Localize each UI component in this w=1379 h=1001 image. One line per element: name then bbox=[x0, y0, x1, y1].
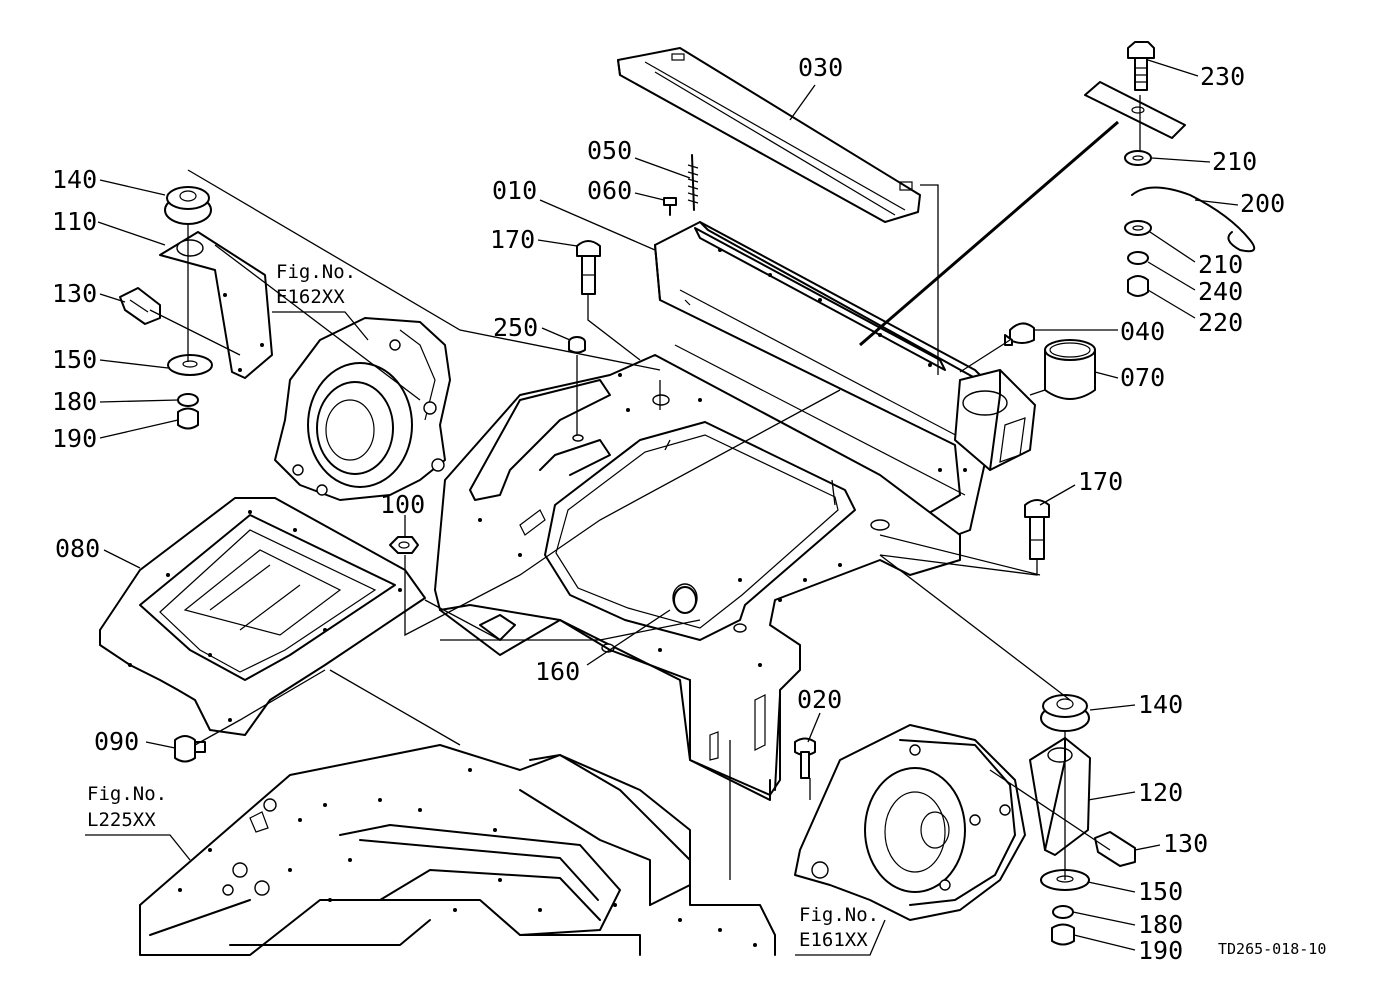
part-label-240: 240 bbox=[1198, 277, 1243, 306]
part-label-220: 220 bbox=[1198, 308, 1243, 337]
part-label-180: 180 bbox=[52, 387, 97, 416]
bolt-230 bbox=[1127, 41, 1155, 91]
bolt-130-right bbox=[1094, 831, 1136, 867]
callout-pointers bbox=[97, 59, 1239, 951]
left-bracket-drawing bbox=[159, 231, 273, 379]
part-label-070: 070 bbox=[1120, 363, 1165, 392]
part-label-150: 150 bbox=[52, 345, 97, 374]
washers-right bbox=[1040, 869, 1090, 946]
part-label-130: 130 bbox=[1163, 829, 1208, 858]
bolt-040 bbox=[1004, 322, 1035, 346]
part-label-040: 040 bbox=[1120, 317, 1165, 346]
lock-washer-240 bbox=[1127, 251, 1149, 265]
part-label-090: 090 bbox=[94, 727, 139, 756]
part-label-110: 110 bbox=[52, 207, 97, 236]
part-label-150: 150 bbox=[1138, 877, 1183, 906]
figure-references: Fig.No. E162XX Fig.No. L225XX Fig.No. E1… bbox=[87, 261, 879, 951]
floor-mat-drawing bbox=[99, 497, 426, 736]
bolt-020 bbox=[794, 737, 816, 779]
washer-210-top bbox=[1124, 150, 1152, 166]
screw-060 bbox=[663, 197, 677, 216]
mount-plate-detail bbox=[1084, 81, 1186, 139]
filter-cup-drawing bbox=[1044, 339, 1096, 400]
part-label-030: 030 bbox=[798, 53, 843, 82]
part-label-100: 100 bbox=[380, 490, 425, 519]
part-label-170: 170 bbox=[490, 225, 535, 254]
nut-100 bbox=[389, 536, 419, 554]
bolt-130-left bbox=[119, 287, 161, 325]
part-label-140: 140 bbox=[52, 165, 97, 194]
part-label-010: 010 bbox=[492, 176, 537, 205]
figure-ref-code: E161XX bbox=[799, 929, 868, 951]
wire-clip-200 bbox=[1131, 186, 1256, 253]
chassis-frame-drawing bbox=[139, 744, 776, 956]
rubber-mount-140-bottom bbox=[1040, 694, 1090, 732]
part-label-210: 210 bbox=[1198, 250, 1243, 279]
figure-ref-pointers bbox=[85, 311, 886, 956]
part-label-190: 190 bbox=[52, 424, 97, 453]
part-label-180: 180 bbox=[1138, 910, 1183, 939]
part-label-130: 130 bbox=[52, 279, 97, 308]
part-label-230: 230 bbox=[1200, 62, 1245, 91]
figure-ref-label: Fig.No. bbox=[276, 261, 356, 283]
part-label-020: 020 bbox=[797, 685, 842, 714]
main-frame-drawing bbox=[434, 221, 1036, 801]
grommet-160 bbox=[673, 586, 697, 614]
part-label-140: 140 bbox=[1138, 690, 1183, 719]
rubber-mount-140-top bbox=[164, 186, 212, 225]
bolt-090 bbox=[174, 735, 206, 763]
part-label-160: 160 bbox=[535, 657, 580, 686]
washers-left bbox=[167, 354, 213, 430]
figure-ref-label: Fig.No. bbox=[87, 783, 167, 805]
engine-housing-drawing bbox=[274, 317, 451, 501]
figure-ref-label: Fig.No. bbox=[799, 904, 879, 926]
part-label-190: 190 bbox=[1138, 936, 1183, 965]
part-label-120: 120 bbox=[1138, 778, 1183, 807]
washer-210-bottom bbox=[1124, 220, 1152, 236]
part-callouts: 030 230 050 210 060 010 200 140 110 170 … bbox=[52, 53, 1285, 965]
part-label-200: 200 bbox=[1240, 189, 1285, 218]
nut-250 bbox=[568, 336, 586, 354]
bell-housing-drawing bbox=[794, 724, 1026, 921]
right-bracket-drawing bbox=[1029, 737, 1091, 856]
drawing-id: TD265-018-10 bbox=[1218, 940, 1326, 958]
leader-lines bbox=[149, 95, 1141, 880]
bolt-170-top bbox=[576, 240, 601, 295]
nut-220 bbox=[1127, 275, 1149, 297]
part-label-170: 170 bbox=[1078, 467, 1123, 496]
top-cover-plate-drawing bbox=[617, 47, 921, 223]
part-label-050: 050 bbox=[587, 136, 632, 165]
part-label-250: 250 bbox=[493, 313, 538, 342]
part-label-080: 080 bbox=[55, 534, 100, 563]
spring-050 bbox=[687, 154, 699, 211]
figure-ref-code: E162XX bbox=[276, 286, 345, 308]
figure-ref-code: L225XX bbox=[87, 809, 156, 831]
part-label-060: 060 bbox=[587, 176, 632, 205]
part-label-210: 210 bbox=[1212, 147, 1257, 176]
bolt-170-right bbox=[1024, 499, 1050, 560]
